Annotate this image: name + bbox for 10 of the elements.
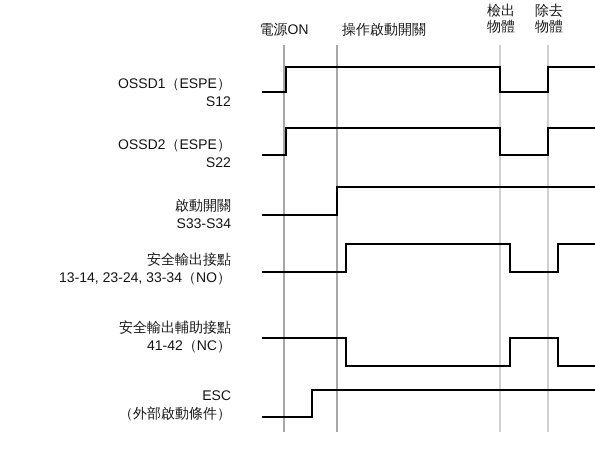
signal-label: 安全輸出接點 13-14, 23-24, 33-34（NO） [59,250,231,286]
event-label: 除去物體 [534,2,564,34]
signal-label: 安全輸出輔助接點 41-42（NC） [119,318,231,354]
signal-label: OSSD2（ESPE） S22 [118,135,231,171]
signal-label: ESC （外部啟動條件） [119,386,231,422]
event-label: 操作啟動開關 [342,20,426,38]
signal-label: OSSD1（ESPE） S12 [118,74,231,110]
event-label: 檢出物體 [486,2,516,34]
signal-label: 啟動開關 S33-S34 [175,196,231,232]
event-label: 電源ON [260,20,308,38]
